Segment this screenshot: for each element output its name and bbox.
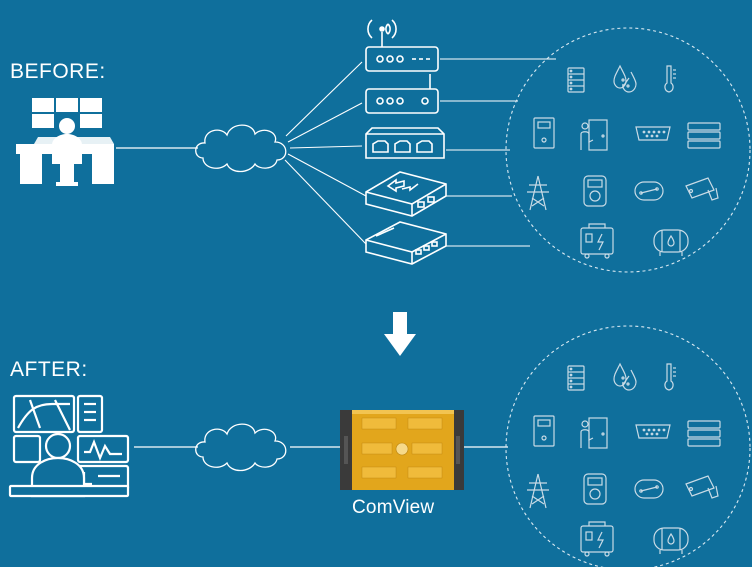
network-router-icon: [365, 74, 439, 114]
protocol-converter-icon: [365, 171, 447, 217]
network-switch-icon: [365, 127, 445, 159]
cloud-icon: [195, 124, 287, 173]
before-label: BEFORE:: [10, 60, 106, 83]
after-label: AFTER:: [10, 358, 88, 381]
operator-dashboard-icon: [8, 394, 130, 498]
field-devices-group-after: [505, 325, 751, 567]
connection-lines: [284, 61, 367, 245]
operator-workstation-icon: [16, 98, 114, 186]
field-lines: [440, 58, 556, 247]
comview-product-image: [340, 410, 464, 490]
cloud-icon: [195, 423, 287, 472]
wireless-router-icon: [365, 19, 439, 72]
serial-device-server-icon: [365, 221, 447, 265]
product-name-label: ComView: [352, 497, 435, 518]
field-devices-group-before: [505, 27, 751, 273]
transition-arrow-icon: [384, 312, 416, 356]
